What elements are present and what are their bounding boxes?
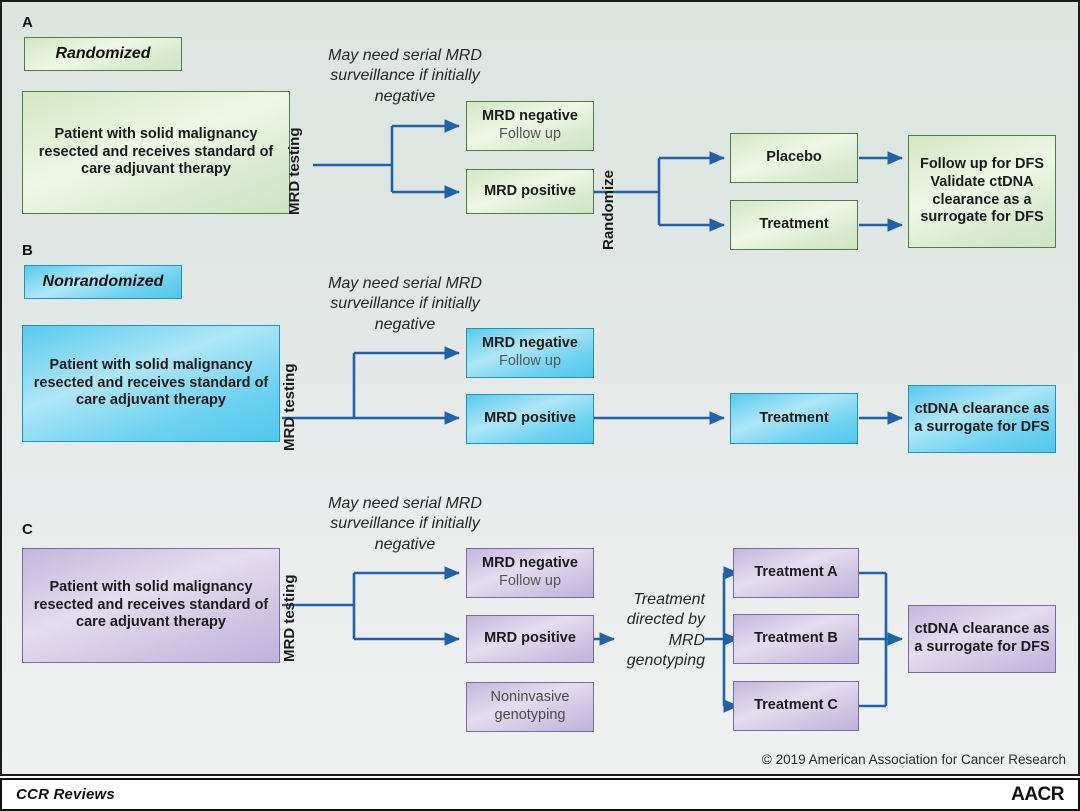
panel-c-mrd-negative-node: MRD negative Follow up [466, 548, 594, 598]
panel-a-start-text: Patient with solid malignancy resected a… [38, 125, 274, 178]
panel-b-start-text: Patient with solid malignancy resected a… [33, 356, 269, 409]
panel-c-treatment-c-text: Treatment C [754, 697, 838, 714]
panel-b-treatment-text: Treatment [759, 409, 829, 426]
panel-a-mrd-testing-label: MRD testing [286, 127, 303, 216]
panel-c-treatment-b-node: Treatment B [733, 614, 859, 664]
panel-a-treatment-node: Treatment [730, 200, 858, 250]
panel-c-noninvasive-text: Noninvasive genotyping [490, 689, 570, 723]
panel-letter-c: C [22, 521, 33, 538]
diagram-canvas: A Randomized Patient with solid malignan… [0, 0, 1080, 776]
panel-c-mrd-positive-node: MRD positive [466, 615, 594, 663]
panel-a-treatment-text: Treatment [759, 216, 829, 233]
panel-b-mrd-negative-node: MRD negative Follow up [466, 328, 594, 378]
panel-b-mrd-positive-node: MRD positive [466, 394, 594, 444]
panel-b-mrd-testing-label: MRD testing [281, 363, 298, 452]
panel-a-placebo-node: Placebo [730, 133, 858, 183]
panel-a-outcome-node: Follow up for DFS Validate ctDNA clearan… [908, 135, 1056, 248]
panel-b-mrd-positive-text: MRD positive [484, 410, 576, 427]
panel-c-directed-note: Treatment directed by MRD genotyping [626, 591, 705, 670]
panel-c-treatment-c-node: Treatment C [733, 681, 859, 731]
panel-c-mrd-negative-title: MRD negative [482, 555, 578, 572]
panel-a-start-node: Patient with solid malignancy resected a… [22, 91, 290, 214]
panel-b-outcome-text: ctDNA clearance as a surrogate for DFS [914, 401, 1050, 435]
panel-c-mrd-positive-text: MRD positive [484, 630, 576, 647]
panel-c-serial-note: May need serial MRD surveillance if init… [328, 495, 482, 553]
footer-journal-label: CCR Reviews [16, 786, 115, 803]
panel-a-outcome-text: Follow up for DFS Validate ctDNA clearan… [919, 156, 1045, 226]
panel-c-treatment-a-text: Treatment A [754, 564, 838, 581]
panel-letter-b: B [22, 242, 33, 259]
panel-letter-a: A [22, 14, 33, 31]
panel-a-tag: Randomized [24, 37, 182, 71]
connector-layer [282, 119, 904, 713]
panel-c-mrd-testing-label: MRD testing [281, 574, 298, 663]
panel-a-mrd-positive-text: MRD positive [484, 182, 576, 199]
panel-b-outcome-node: ctDNA clearance as a surrogate for DFS [908, 385, 1056, 453]
panel-c-start-text: Patient with solid malignancy resected a… [33, 578, 269, 631]
panel-a-serial-note: May need serial MRD surveillance if init… [328, 47, 482, 105]
panel-a-randomize-label: Randomize [600, 169, 617, 250]
panel-a-mrd-negative-sub: Follow up [498, 126, 562, 142]
panel-a-placebo-text: Placebo [766, 149, 822, 166]
panel-b-serial-note: May need serial MRD surveillance if init… [328, 275, 482, 333]
panel-b-tag: Nonrandomized [24, 265, 182, 299]
panel-c-mrd-negative-sub: Follow up [498, 573, 562, 589]
panel-a-mrd-negative-title: MRD negative [482, 108, 578, 125]
panel-b-mrd-negative-sub: Follow up [498, 353, 562, 369]
panel-a-mrd-positive-node: MRD positive [466, 169, 594, 214]
panel-b-treatment-node: Treatment [730, 393, 858, 444]
panel-c-start-node: Patient with solid malignancy resected a… [22, 548, 280, 663]
panel-b-start-node: Patient with solid malignancy resected a… [22, 325, 280, 442]
figure-footer: CCR Reviews AACR [0, 778, 1080, 811]
panel-c-outcome-text: ctDNA clearance as a surrogate for DFS [914, 621, 1050, 655]
panel-c-treatment-b-text: Treatment B [754, 630, 838, 647]
panel-a-mrd-negative-node: MRD negative Follow up [466, 101, 594, 151]
copyright-text: © 2019 American Association for Cancer R… [761, 752, 1066, 767]
panel-c-outcome-node: ctDNA clearance as a surrogate for DFS [908, 605, 1056, 673]
aacr-logo: AACR [1011, 783, 1064, 805]
panel-c-treatment-a-node: Treatment A [733, 548, 859, 598]
panel-b-mrd-negative-title: MRD negative [482, 335, 578, 352]
panel-c-noninvasive-node: Noninvasive genotyping [466, 682, 594, 732]
